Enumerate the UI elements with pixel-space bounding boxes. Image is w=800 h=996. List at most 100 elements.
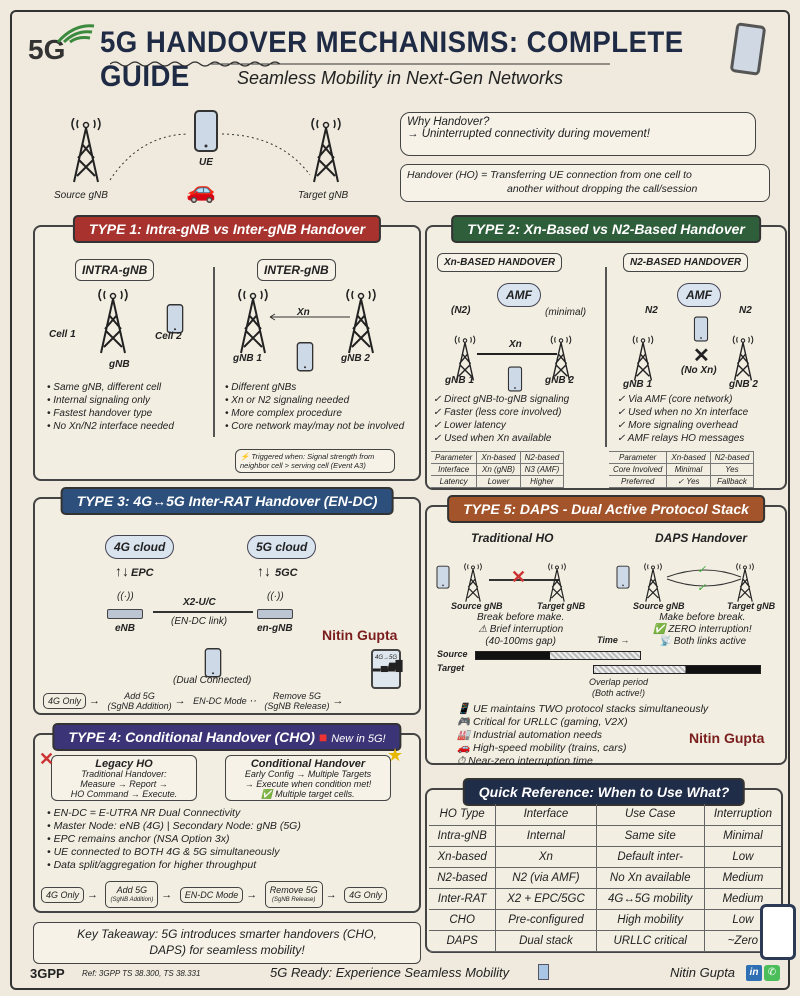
n2-label: N2 [739,305,752,316]
no-link-x-icon: ✕ [693,345,710,367]
step-label: Add 5G [124,690,155,701]
cho-line: ✅ Multiple target cells. [261,789,355,799]
bullet: EPC remains anchor (NSA Option 3x) [47,833,301,846]
hand-phone-icon [760,904,796,960]
table-cell: Medium [704,867,781,889]
phone-check-icon [538,964,549,980]
legacy-line: Traditional Handover: [81,769,167,779]
n2-label: N2 [645,305,658,316]
table-cell: Lower [476,475,521,488]
amf-cloud: AMF [497,283,541,307]
signal-arcs-icon [56,24,95,44]
bullet: AMF relays HO messages [617,432,748,445]
bullet: 🎮 Critical for URLLC (gaming, V2X) [457,716,628,728]
bullet: Different gNBs [225,381,415,394]
table-cell: Interface [431,463,478,476]
bullet: No Xn/N2 interface needed [47,420,174,433]
flow-step: Remove 5G(SgNB Release) [264,881,323,909]
type3-panel: TYPE 3: 4G↔5G Inter-RAT Handover (EN-DC)… [33,487,421,715]
step-label: Remove 5G [272,690,321,701]
bullet: Direct gNB-to-gNB signaling [433,393,569,406]
ue-label: UE [199,157,213,168]
table-cell: URLLC critical [596,930,705,952]
bullet: Via AMF (core network) [617,393,748,406]
divider [213,267,215,437]
x2-label: X2-U/C [183,597,216,608]
bullet: Fastest handover type [47,407,174,420]
source-gnb-label: Source gNB [633,601,685,611]
arrow-icon: ·· [249,694,257,707]
page-title: 5G HANDOVER MECHANISMS: COMPLETE GUIDE [100,26,684,93]
5gc-label: 5GC [275,567,298,579]
table-cell: Internal [495,825,597,847]
xn-link-line [477,353,557,355]
reference-text: Ref: 3GPP TS 38.300, TS 38.331 [82,969,201,978]
legacy-line: HO Command → Execute. [70,789,178,799]
dual-connected-label: (Dual Connected) [173,675,252,686]
table-header-cell: Parameter [609,451,668,464]
source-gnb-label: Source gNB [54,190,108,201]
note: ✅ ZERO interruption! [653,624,752,635]
whatsapp-icon[interactable]: ✆ [764,965,780,981]
type2-panel: TYPE 2: Xn-Based vs N2-Based Handover Xn… [425,215,787,490]
bullet: Core network may/may not be involved [225,420,415,433]
arrow-icon: → [332,694,344,707]
type4-title-pill: TYPE 4: Conditional Handover (CHO) ■ New… [52,723,402,751]
type3-title: TYPE 3: 4G↔5G Inter-RAT Handover (EN-DC) [60,487,394,515]
xn-label: Xn [509,339,522,350]
definition-line-2: another without dropping the call/sessio… [507,183,698,195]
bullet: UE connected to BOTH 4G & 5G simultaneou… [47,846,301,859]
type1-title: TYPE 1: Intra-gNB vs Inter-gNB Handover [72,215,382,243]
traditional-ho-title: Traditional HO [471,531,554,545]
intra-gnb-label: INTRA-gNB [75,259,155,281]
divider [605,267,607,447]
time-axis-label: Time → [597,635,630,645]
footer-tagline: 5G Ready: Experience Seamless Mobility [270,965,510,980]
note: 📡 Both links active [658,636,747,647]
en-dc-flow: 4G Only→ Add 5G(SgNB Addition)→ EN-DC Mo… [43,690,346,711]
4g-5g-phone-icon: 4G→5G▂▄▆█ [371,649,403,689]
updown-arrows-icon: ↑↓ [115,563,129,579]
table-cell: Pre-configured [495,909,597,931]
table-cell: Fallback [710,475,755,488]
antenna-icon: ((·)) [117,591,134,602]
why-text: → Uninterrupted connectivity during move… [407,128,650,140]
flow-step-add-5g: Add 5G(SgNB Addition) [107,690,171,712]
n2-based-label: N2-BASED HANDOVER [623,253,749,272]
type4-panel: TYPE 4: Conditional Handover (CHO) ■ New… [33,723,421,913]
4g-cloud: 4G cloud [105,535,175,559]
type1-panel: TYPE 1: Intra-gNB vs Inter-gNB Handover … [33,215,421,481]
table-cell: High mobility [596,909,705,931]
enb-router-icon [107,609,143,619]
table-cell: Yes [710,463,755,476]
type5-panel: TYPE 5: DAPS - Dual Active Protocol Stac… [425,495,787,767]
type4-title: TYPE 4: Conditional Handover (CHO) [68,729,315,745]
flow-step: 4G Only [41,886,85,903]
star-icon: ★ [387,745,404,765]
bullet: 📱 UE maintains TWO protocol stacks simul… [457,703,709,715]
gnb2-tower-icon [730,335,755,386]
cell2-label: Cell 2 [155,331,182,342]
bullet: 🏭 Industrial automation needs [457,729,602,741]
break-x-icon: ✕ [511,567,527,587]
table-cell: Latency [431,475,478,488]
note: Make before break. [659,612,746,623]
flow-step-4g-only: 4G Only [43,692,87,709]
overlap-text: Overlap period [589,677,649,687]
linkedin-icon[interactable]: in [746,965,762,981]
table-cell: 4G↔5G mobility [596,888,705,910]
cell1-label: Cell 1 [49,329,76,340]
overlap-text: (Both active!) [592,688,646,698]
note: ⚠ Brief interruption [478,624,564,635]
arrow-icon: → [87,888,99,901]
xn-bullets: Direct gNB-to-gNB signaling Faster (less… [433,393,569,445]
table-cell: Default inter- [596,846,705,868]
